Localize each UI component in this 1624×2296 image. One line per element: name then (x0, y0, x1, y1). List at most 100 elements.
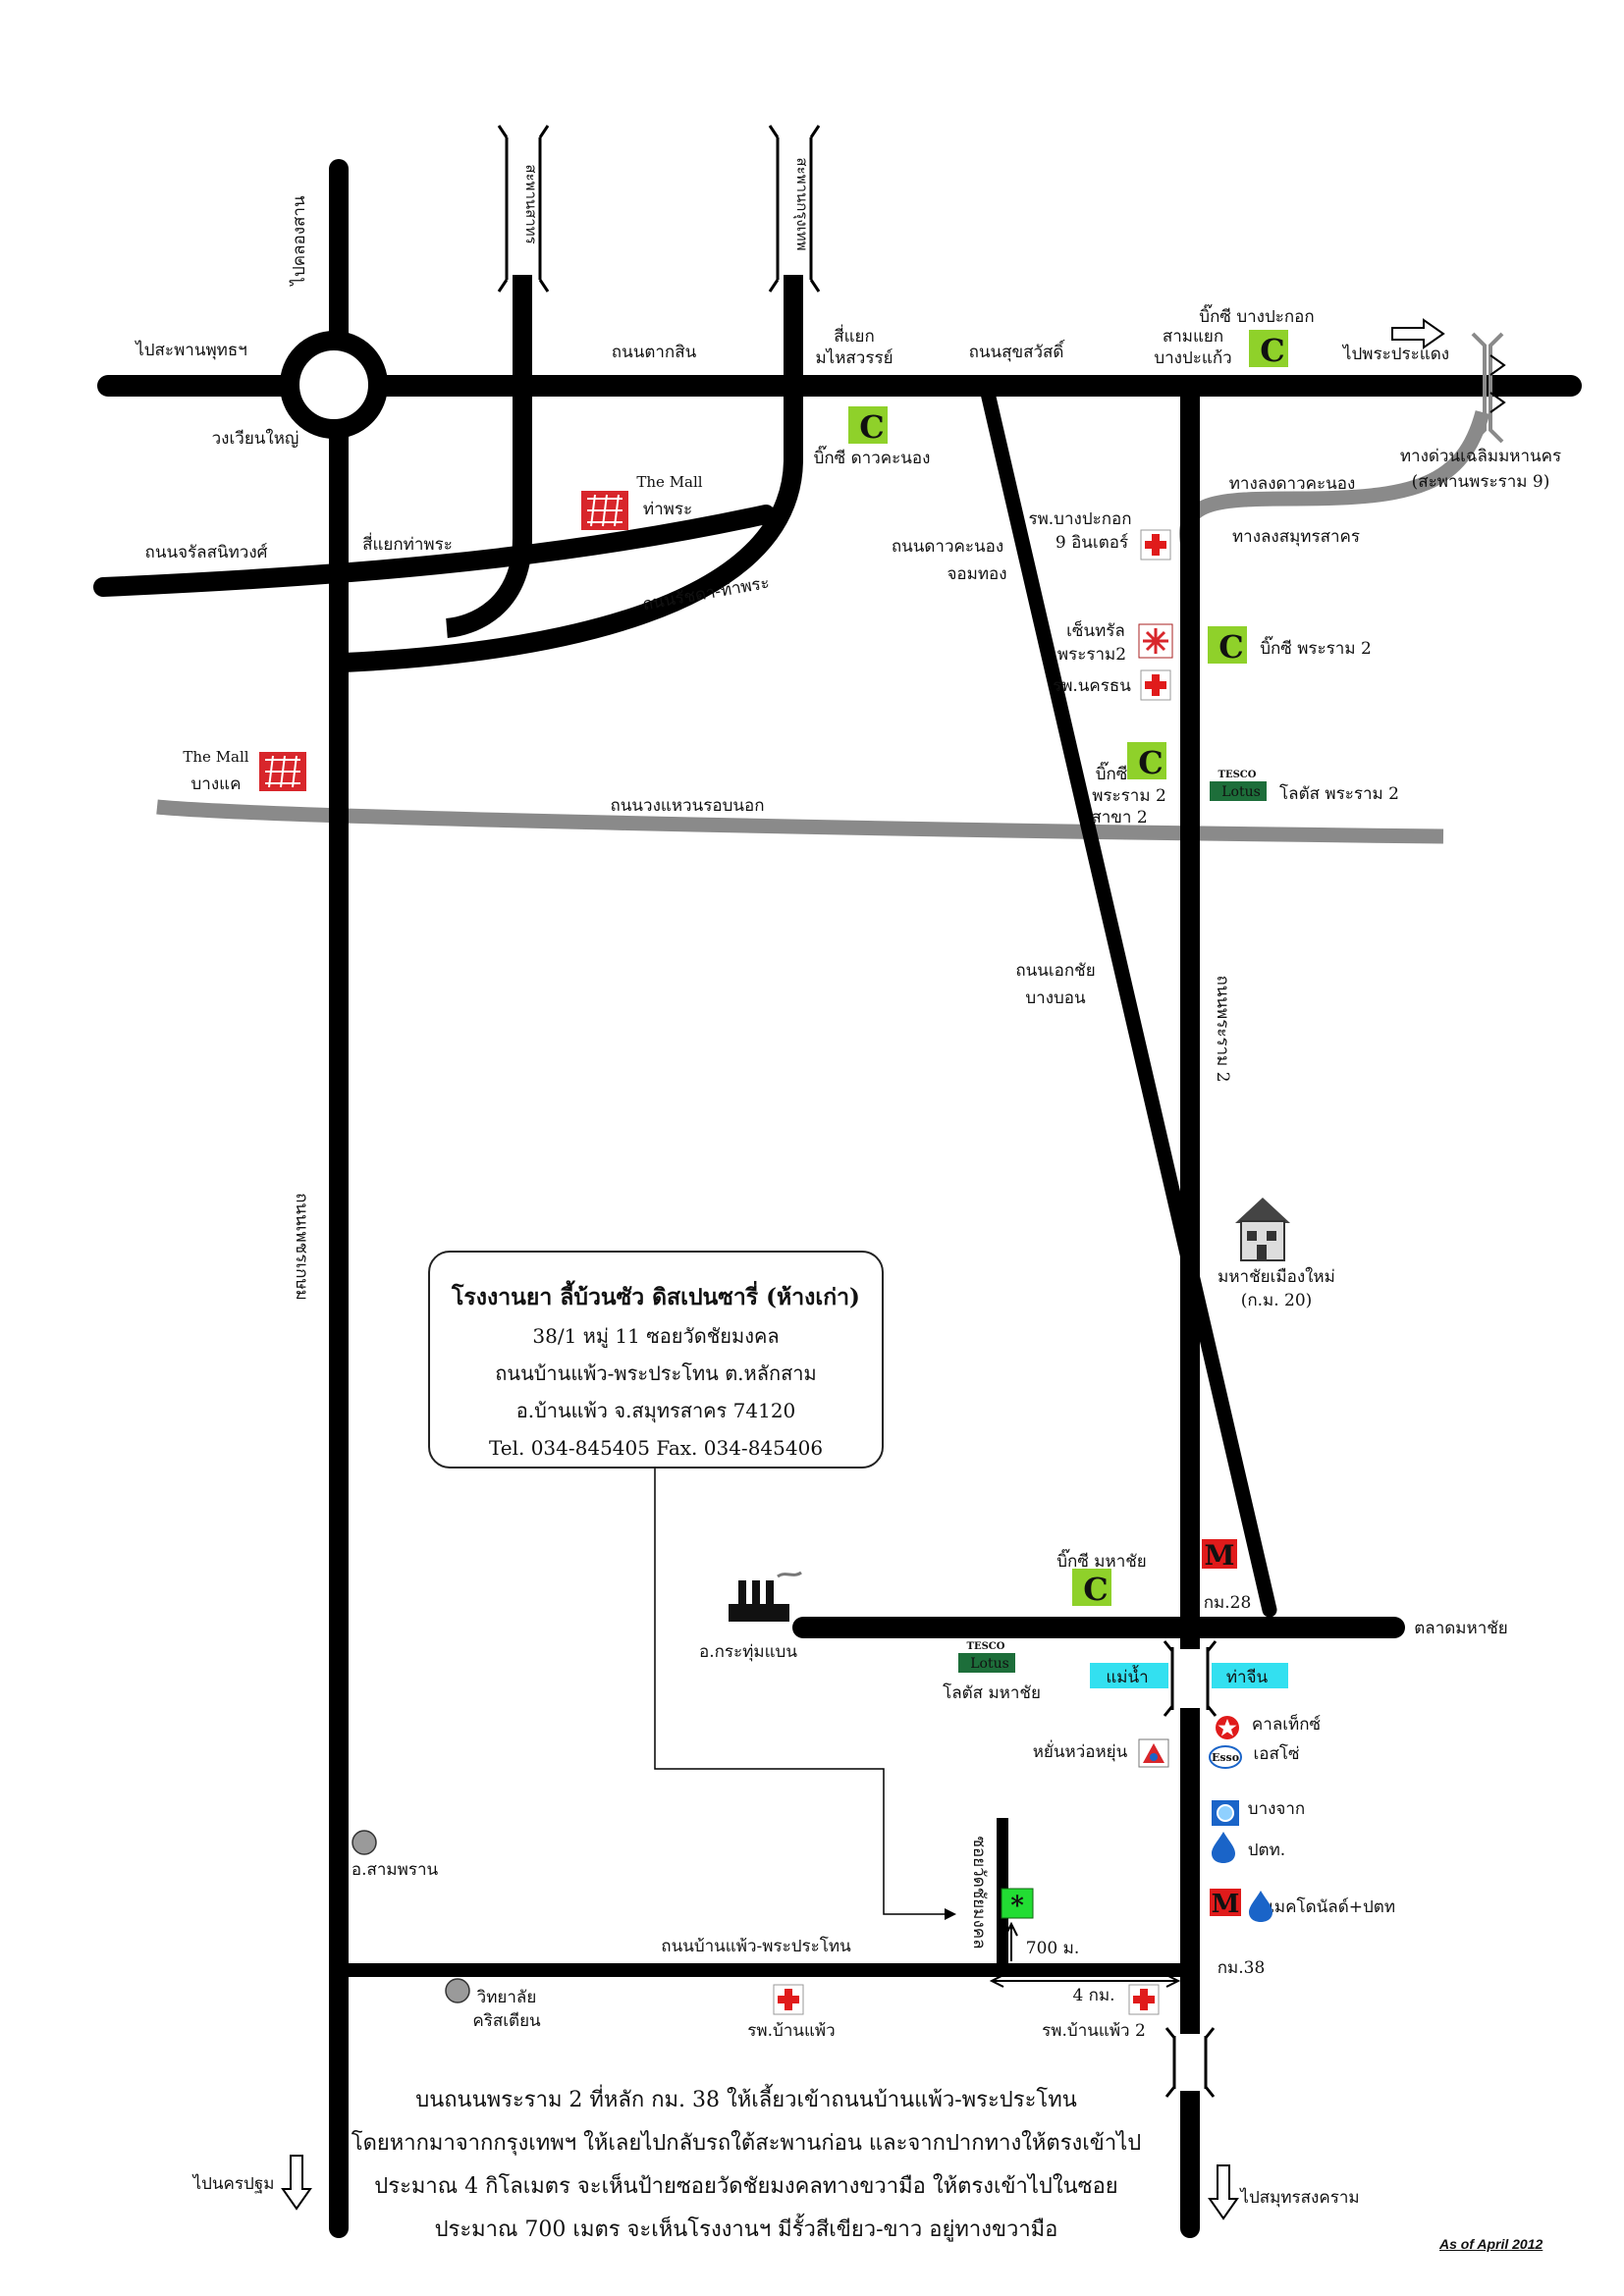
the-mall-thapra-label-2: ท่าพระ (643, 500, 692, 519)
bigc-logo: C (1208, 626, 1247, 666)
factory-marker: * (1001, 1888, 1034, 1921)
bigc-mahachai-label: บิ๊กซี มหาชัย (1056, 1548, 1146, 1572)
road-charansanitwong (93, 505, 776, 597)
mcd-ptt-label: แมคโดนัลด์+ปตท (1264, 1896, 1395, 1917)
bigc-rama2-branch2-label-3: สาขา 2 (1091, 808, 1147, 828)
address-line-3: อ.บ้านแพ้ว จ.สมุทรสาคร 74120 (515, 1399, 796, 1422)
suksawat-road-label: ถนนสุขสวัสดิ์ (969, 340, 1066, 362)
wongwian-yai-label: วงเวียนใหญ่ (212, 428, 299, 449)
christian-college-label-2: คริสเตียน (472, 2011, 541, 2031)
bigc-rama2-branch2-label-1: บิ๊กซี (1096, 761, 1128, 784)
the-mall-thapra-label-1: The Mall (636, 473, 702, 491)
svg-text:C: C (1083, 1571, 1108, 1608)
sam-phran-dot (352, 1830, 377, 1855)
expressway-label-2: (สะพานพระราม 9) (1412, 472, 1550, 492)
bigc-rama2-label: บิ๊กซี พระราม 2 (1260, 635, 1372, 659)
to-samut-songkhram-label: ไปสมุทรสงคราม (1238, 2187, 1359, 2208)
dist-700-arrow (1004, 1921, 1018, 1961)
the-mall-bangkhae-label-1: The Mall (183, 748, 248, 766)
lotus-rama2-label: โลตัส พระราม 2 (1279, 783, 1399, 804)
to-phra-pradaeng-label: ไปพระประแดง (1341, 344, 1449, 364)
km28-label: กม.28 (1204, 1593, 1252, 1613)
yuen-wo-yun-label: หยั่นหว่อหยุ่น (1033, 1739, 1128, 1762)
the-mall-bangkhae-label-2: บางแค (191, 774, 242, 794)
svg-text:C: C (1260, 332, 1284, 369)
bigc-logo: C (1249, 330, 1288, 369)
svg-text:*: * (1010, 1892, 1024, 1921)
directions-line-2: โดยหากมาจากกรุงเทพฯ ให้เลยไปกลับรถใต้สะพ… (351, 2131, 1142, 2156)
factory-address-box: โรงงานยา ลี้บ้วนซัว ดิสเปนซารี่ (ห้างเก่… (428, 1251, 884, 1468)
christian-college-label-1: วิทยาลัย (476, 1988, 536, 2007)
daokanong-road-label-2: จอมทอง (947, 564, 1006, 584)
road-ekachai (979, 381, 1277, 1618)
svg-text:C: C (1218, 628, 1243, 666)
address-line-1: 38/1 หมู่ 11 ซอยวัดชัยมงคล (532, 1324, 780, 1348)
daokanong-road-label-1: ถนนดาวคะนอง (892, 537, 1003, 557)
tesco-lotus-logo: TESCO Lotus (958, 1641, 1015, 1673)
tesco-lotus-logo: TESCO Lotus (1210, 770, 1267, 801)
krathum-baen-label: อ.กระทุ่มแบน (699, 1642, 797, 1662)
bridge-south-rama2 (1164, 2027, 1216, 2098)
taksin-road-label: ถนนตากสิน (612, 343, 697, 362)
bangpakok-hospital-label-1: รพ.บางปะกอก (1028, 509, 1131, 529)
outer-ring-road-label: ถนนวงแหวนรอบนอก (611, 796, 765, 816)
arrow-down-icon (281, 2155, 312, 2211)
banphaeo2-hospital-label: รพ.บ้านแพ้ว 2 (1042, 2021, 1146, 2041)
mahachai-mueang-mai-label-1: มหาชัยเมืองใหม่ (1218, 1266, 1335, 1287)
svg-text:M: M (1212, 1890, 1240, 1919)
directions-line-1: บนถนนพระราม 2 ที่หลัก กม. 38 ให้เลี้ยวเข… (415, 2088, 1077, 2112)
ptt-label: ปตท. (1248, 1841, 1285, 1860)
sam-phran-label: อ.สามพราน (352, 1860, 439, 1880)
svg-text:Lotus: Lotus (970, 1656, 1009, 1672)
arrow-right-icon (1391, 318, 1445, 349)
directions-line-3: ประมาณ 4 กิโลเมตร จะเห็นป้ายซอยวัดชัยมงค… (374, 2174, 1118, 2199)
arrow-down-icon (1208, 2164, 1239, 2220)
central-logo (1138, 623, 1173, 659)
tha-chin-label-left: แม่น้ำ (1106, 1665, 1148, 1687)
down-samut-sakhon-label: ทางลงสมุทรสาคร (1232, 527, 1360, 547)
krungthep-bridge-label: สะพานกรุงเทพ (792, 157, 811, 250)
to-khlong-san-label: ไปคลองสาน (289, 195, 309, 288)
bigc-dao-khanong-label: บิ๊กซี ดาวคะนอง (814, 445, 931, 468)
dist-4km-label: 4 กม. (1072, 1986, 1114, 2005)
lotus-mahachai-label: โลตัส มหาชัย (943, 1682, 1041, 1703)
to-phutthayotfa-label: ไปสะพานพุทธฯ (134, 340, 247, 360)
svg-text:Esso: Esso (1212, 1751, 1239, 1764)
tha-chin-label-right: ท่าจีน (1226, 1668, 1269, 1687)
nakhon-thon-hospital-label: รพ.นครธน (1053, 676, 1131, 696)
address-pointer-line (654, 1468, 945, 1915)
soi-wat-chaimongkhon-label: ซอยวัดชัยมงคล (969, 1836, 989, 1949)
svg-text:M: M (1205, 1539, 1235, 1572)
to-nakhon-pathom-label: ไปนครปฐม (191, 2173, 275, 2194)
tha-phra-junction-label: สี่แยกท่าพระ (362, 532, 453, 555)
bangchak-label: บางจาก (1248, 1799, 1305, 1819)
wongwian-yai-circle (280, 331, 388, 439)
esso-label: เอสโซ่ (1253, 1743, 1299, 1764)
ptt-drop-icon (1212, 1832, 1235, 1863)
dist-4km-arrow (989, 1974, 1181, 1988)
banphaeo-hospital-label: รพ.บ้านแพ้ว (747, 2021, 835, 2041)
driving-directions: บนถนนพระราม 2 ที่หลัก กม. 38 ให้เลี้ยวเข… (314, 2079, 1178, 2252)
banphaeo-road-label: ถนนบ้านแพ้ว-พระประโทน (661, 1936, 851, 1956)
mcdonalds-logo: M (1202, 1539, 1237, 1572)
km38-label: กม.38 (1218, 1958, 1266, 1978)
central-rama2-label-1: เซ็นทรัล (1066, 619, 1125, 641)
yuen-wo-yun-icon (1138, 1738, 1169, 1768)
address-line-4: Tel. 034-845405 Fax. 034-845406 (488, 1436, 824, 1460)
svg-text:Lotus: Lotus (1221, 784, 1261, 800)
outer-ring-road (156, 799, 1444, 844)
the-mall-logo (581, 491, 628, 530)
hospital-cross-icon (1128, 1984, 1160, 2015)
address-line-2: ถนนบ้านแพ้ว-พระประโทน ต.หลักสาม (495, 1362, 817, 1385)
bangchak-icon (1212, 1800, 1239, 1826)
directions-line-4: ประมาณ 700 เมตร จะเห็นโรงงานฯ มีรั้วสีเข… (434, 2217, 1058, 2242)
bigc-bang-pakok-label: บิ๊กซี บางปะกอก (1199, 303, 1314, 327)
factory-icon (729, 1571, 802, 1622)
bridge-krungthep: สะพานกรุงเทพ (768, 125, 821, 293)
svg-text:TESCO: TESCO (967, 1641, 1005, 1652)
central-rama2-label-2: พระราม2 (1057, 645, 1126, 665)
bigc-logo: C (848, 406, 888, 446)
bigc-logo: C (1127, 742, 1166, 781)
svg-text:TESCO: TESCO (1218, 770, 1257, 780)
